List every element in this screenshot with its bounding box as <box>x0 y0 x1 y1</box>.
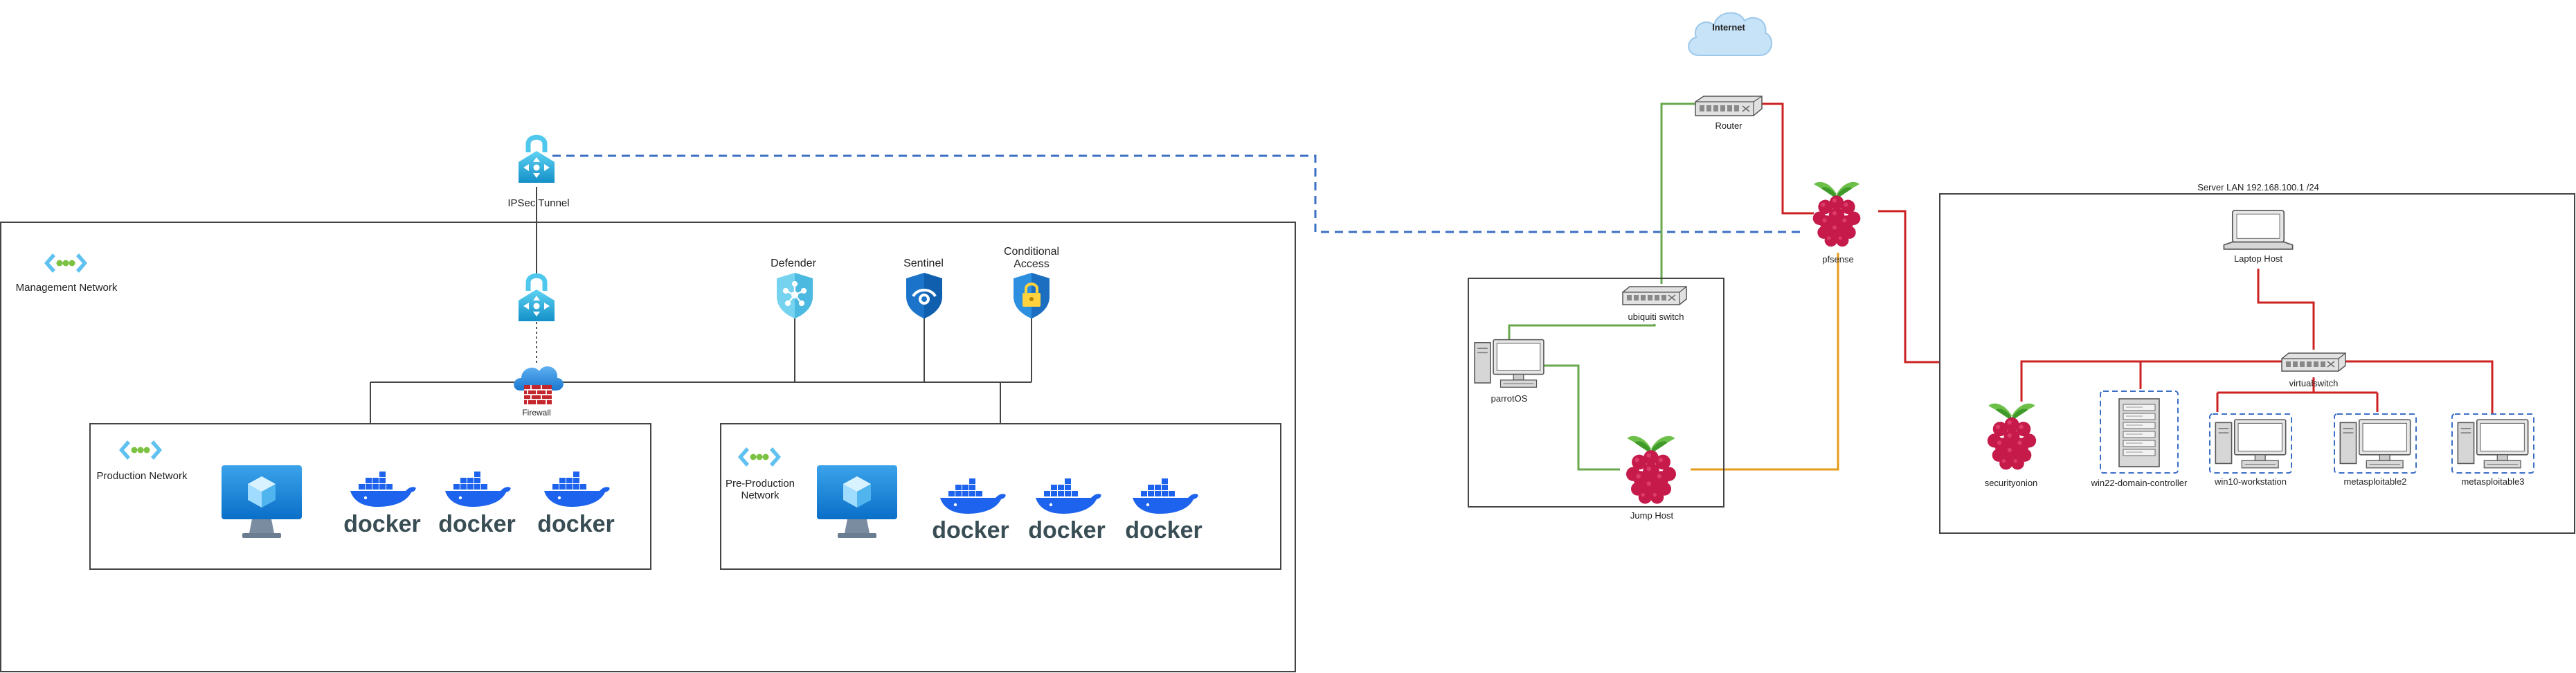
router-label: Router <box>1715 120 1742 131</box>
docker-label: docker <box>537 511 615 537</box>
management-network-label: Management Network <box>16 282 118 294</box>
router-to-pfsense-link <box>1754 102 1814 215</box>
metasploitable3-label: metasploitable3 <box>2461 476 2524 487</box>
jumphost-enclosure-box <box>1468 278 1724 508</box>
preproduction-label-line2: Network <box>741 490 780 501</box>
docker-whale-icon <box>1036 478 1101 514</box>
raspberry-pi-icon <box>1987 403 2037 470</box>
ipsec-tunnel-link <box>552 154 1803 233</box>
preproduction-network-box <box>720 423 1281 570</box>
conditional-access-label-line1: Conditional <box>1004 246 1059 258</box>
docker-label: docker <box>438 511 516 537</box>
workstation-icon <box>2215 419 2287 469</box>
parrot-to-jumphost-link <box>1544 364 1620 471</box>
metasploitable2-label: metasploitable2 <box>2343 476 2406 487</box>
docker-label: docker <box>343 511 421 537</box>
serverlan-bus-link <box>2020 360 2494 413</box>
defender-label: Defender <box>771 258 816 269</box>
vpn-gateway-icon <box>519 137 555 183</box>
virtual-machine-icon <box>222 465 302 538</box>
virtualswitch-label: virtualswitch <box>2289 378 2339 388</box>
workstation-icon <box>2339 419 2411 469</box>
laptop-host-label: Laptop Host <box>2234 253 2282 264</box>
win10-vm-frame <box>2209 413 2292 474</box>
sentinel-shield-icon <box>905 271 944 320</box>
pfsense-label: pfsense <box>1822 254 1854 264</box>
production-network-box <box>89 423 651 570</box>
virtual-machine-icon <box>817 465 897 538</box>
switch-icon <box>2281 352 2346 372</box>
preproduction-label-line1: Pre-Production <box>726 478 795 490</box>
vpn-gateway-icon <box>519 276 555 321</box>
workstation-icon <box>2457 419 2529 469</box>
laptop-icon <box>2223 210 2294 250</box>
server-lan-label: Server LAN 192.168.100.1 /24 <box>2197 182 2319 192</box>
router-icon <box>1695 96 1763 116</box>
win22-dc-label: win22-domain-controller <box>2091 478 2188 488</box>
parrotos-label: parrotOS <box>1491 393 1528 404</box>
sentinel-label: Sentinel <box>903 258 944 269</box>
server-icon <box>2118 398 2160 467</box>
raspberry-pi-icon <box>1812 181 1861 247</box>
cloud-icon <box>1688 12 1773 56</box>
workstation-icon <box>1474 339 1544 388</box>
raspberry-pi-icon <box>1625 436 1677 504</box>
virtual-network-icon <box>119 440 162 460</box>
switch-icon <box>1622 286 1687 305</box>
ipsec-tunnel-label: IPSec Tunnel <box>507 197 569 209</box>
docker-label: docker <box>1125 517 1203 544</box>
production-network-label: Production Network <box>97 470 188 482</box>
jump-host-label: Jump Host <box>1630 510 1674 521</box>
docker-label: docker <box>1028 517 1106 544</box>
server-lan-box <box>1939 193 2575 534</box>
meta3-vm-frame <box>2451 413 2534 474</box>
docker-whale-icon <box>445 472 511 507</box>
ubiquiti-switch-label: ubiquiti switch <box>1628 312 1684 322</box>
management-network-box <box>0 222 1296 672</box>
internet-label: Internet <box>1712 22 1745 33</box>
meta2-vm-frame <box>2334 413 2417 474</box>
firewall-label: Firewall <box>522 408 550 418</box>
dc-vm-frame <box>2100 391 2179 474</box>
conditional-access-label-line2: Access <box>1014 258 1050 270</box>
virtual-network-icon <box>44 253 87 273</box>
ubiquiti-to-parrot-link <box>1508 324 1656 343</box>
router-to-ubiquiti-link <box>1660 102 1754 284</box>
laptop-to-virtualswitch-link <box>2257 269 2315 350</box>
docker-label: docker <box>932 517 1009 544</box>
securityonion-label: securityonion <box>1985 478 2038 488</box>
docker-whale-icon <box>1133 478 1198 514</box>
pfsense-to-serverlan-link <box>1878 210 1940 364</box>
docker-whale-icon <box>940 478 1006 514</box>
docker-whale-icon <box>544 472 610 507</box>
win10-ws-label: win10-workstation <box>2214 476 2287 487</box>
virtual-network-icon <box>738 447 781 467</box>
jumphost-to-pfsense-link <box>1691 253 1839 471</box>
defender-shield-icon <box>775 271 814 320</box>
lock-shield-icon <box>1012 271 1051 320</box>
docker-whale-icon <box>350 472 416 507</box>
firewall-icon <box>513 366 564 405</box>
